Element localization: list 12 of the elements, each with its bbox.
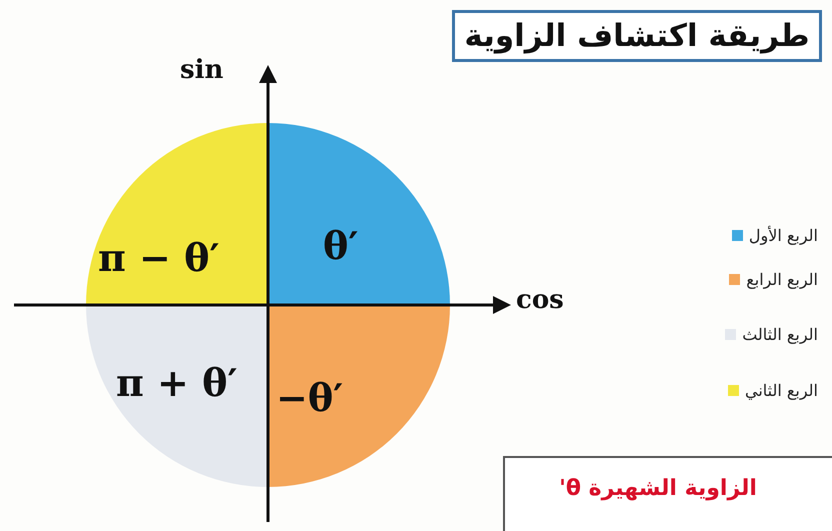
legend-label: الربع الثاني	[744, 381, 818, 400]
legend-label: الربع الأول	[748, 226, 818, 245]
angle-label: −θ′	[276, 375, 344, 420]
axis-label: cos	[516, 285, 564, 315]
angle-label: π − θ′	[98, 235, 220, 280]
title-box: طريقة اكتشاف الزاوية	[452, 10, 822, 62]
note-box: الزاوية الشهيرة θ'	[503, 456, 832, 531]
legend-label: الربع الرابع	[746, 270, 818, 289]
angle-label: π + θ′	[116, 360, 238, 405]
axis-label: sin	[180, 55, 224, 85]
angle-label: θ′	[323, 223, 358, 268]
legend-label: الربع الثالث	[742, 325, 818, 344]
